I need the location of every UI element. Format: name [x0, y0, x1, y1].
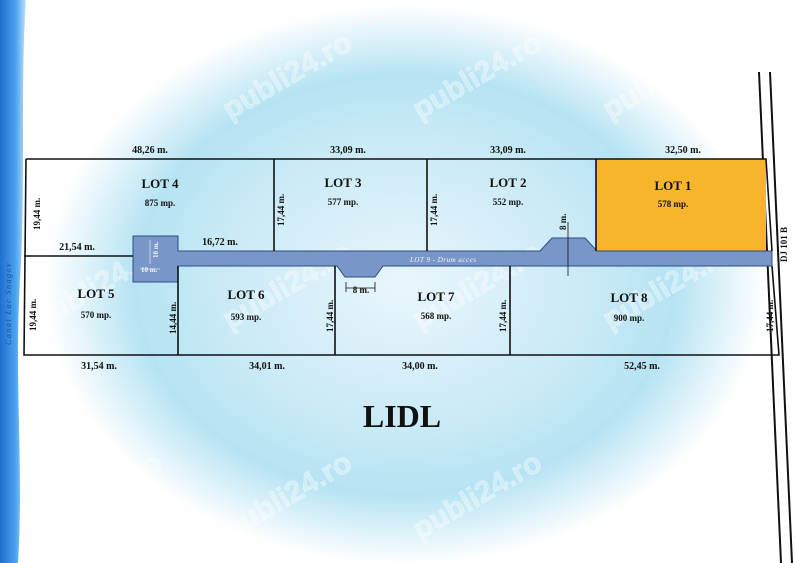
lot-1-label: LOT 1 — [655, 178, 692, 193]
watermark: publi24.ro — [27, 26, 168, 126]
watermark: publi24.ro — [597, 446, 738, 546]
watermark-layer: publi24.ro publi24.ro publi24.ro publi24… — [27, 26, 738, 547]
lot-7-area: 568 mp. — [421, 311, 452, 321]
left-bottom-depth: 19,44 m. — [28, 299, 38, 331]
corner-marker — [665, 13, 717, 47]
lot-7-left-depth: 17,44 m. — [325, 300, 335, 332]
highway-edge-line — [758, 71, 782, 563]
top-dimension: 33,09 m. — [330, 145, 366, 156]
canal-water — [0, 0, 26, 563]
right-bottom-depth: 17,44 m. — [765, 300, 775, 332]
highway-label: DJ 101 B — [779, 227, 789, 262]
lot-7-label: LOT 7 — [418, 289, 455, 304]
lot-3-depth: 17,44 m. — [276, 194, 286, 226]
watermark: publi24.ro — [217, 446, 358, 546]
canal-label: Canal Lac Snagov — [4, 262, 13, 345]
bottom-dimension: 34,00 m. — [402, 361, 438, 372]
lot-1-fill — [596, 159, 766, 251]
lot-4-label: LOT 4 — [142, 176, 179, 191]
watermark: publi24.ro — [407, 26, 548, 126]
left-top-depth: 19,44 m. — [32, 198, 42, 230]
top-dimension: 32,50 m. — [665, 145, 701, 156]
lot-2-area: 552 mp. — [493, 197, 524, 207]
lot-8-label: LOT 8 — [611, 290, 648, 305]
lot-5-area: 570 mp. — [81, 310, 112, 320]
lot-6-label: LOT 6 — [228, 287, 265, 302]
turnaround-height-label: 10 m. — [152, 241, 160, 258]
turnaround-width-label: 10 m. — [141, 266, 158, 274]
watermark: publi24.ro — [407, 446, 548, 546]
lot-4-road-frontage: 21,54 m. — [59, 242, 95, 253]
lot-4-area: 875 mp. — [145, 198, 176, 208]
bay-bottom-width: 8 m. — [353, 285, 370, 295]
top-dimension: 33,09 m. — [490, 145, 526, 156]
watermark: publi24.ro — [27, 446, 168, 546]
road-label: LOT 9 - Drum acces — [409, 256, 476, 264]
lot-3-area: 577 mp. — [328, 197, 359, 207]
bottom-dimension: 34,01 m. — [249, 361, 285, 372]
bay-top-depth: 8 m. — [558, 214, 568, 231]
lot-1-area: 578 mp. — [658, 199, 689, 209]
highway-edge-line — [769, 71, 793, 563]
lot-6-left-depth: 14,44 m. — [168, 302, 178, 334]
bottom-dimension: 52,45 m. — [624, 361, 660, 372]
lot-6-area: 593 mp. — [231, 312, 262, 322]
lot-4-road-frontage: 16,72 m. — [202, 237, 238, 248]
lot-2-depth: 17,44 m. — [429, 194, 439, 226]
landmark-label: LIDL — [363, 398, 441, 434]
top-dimension: 48,26 m. — [132, 145, 168, 156]
lot-5-label: LOT 5 — [78, 286, 115, 301]
lot-8-area: 900 mp. — [614, 313, 645, 323]
watermark: publi24.ro — [217, 26, 358, 126]
lot-3-label: LOT 3 — [325, 175, 362, 190]
lot-boundaries — [23, 158, 780, 356]
lot-2-label: LOT 2 — [490, 175, 527, 190]
bottom-dimension: 31,54 m. — [81, 361, 117, 372]
lot-8-left-depth: 17,44 m. — [498, 300, 508, 332]
